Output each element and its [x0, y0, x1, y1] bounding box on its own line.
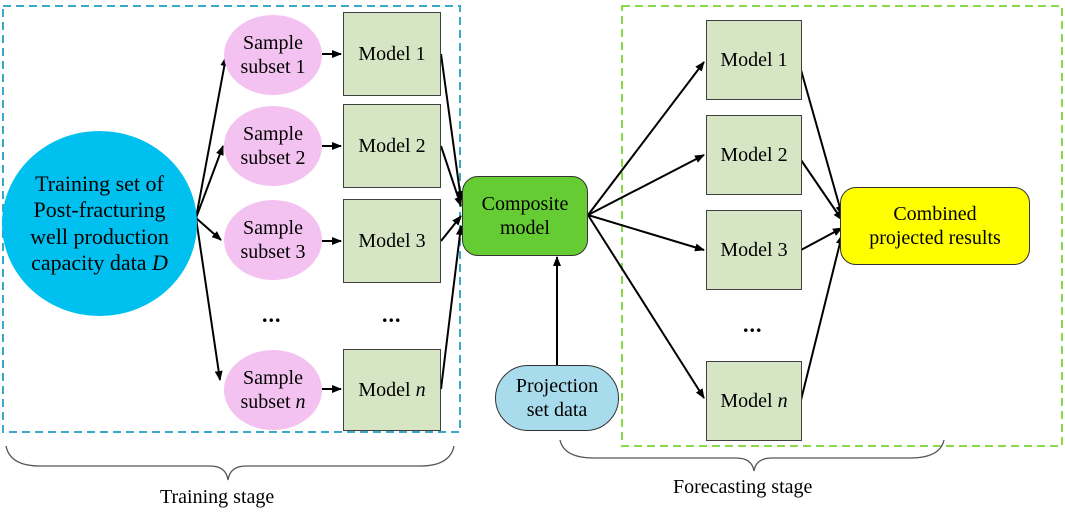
sample-subset-label: Sample — [243, 32, 303, 54]
training-model-n: Model n — [343, 349, 441, 431]
sample-subset-name: subset — [240, 391, 296, 413]
sample-subset-label: Sample — [243, 367, 303, 389]
ellipsis-forecast-models: ... — [743, 312, 763, 337]
sample-subset-3: Sample subset 3 — [224, 200, 322, 280]
arrow-fmodeln-combined — [800, 234, 844, 401]
sample-subset-name: subset 2 — [240, 147, 306, 169]
arrow-composite-fmodeln — [587, 214, 705, 399]
ellipsis-training-models: ... — [382, 302, 402, 327]
arrow-composite-fmodel1 — [587, 61, 705, 216]
model-label: Model 2 — [358, 135, 426, 157]
model-label: Model — [358, 379, 416, 401]
composite-line1: Composite — [481, 193, 569, 215]
arrow-fmodel1-combined — [800, 69, 844, 216]
arrow-composite-fmodel2 — [587, 154, 705, 216]
sample-subset-name: subset 1 — [240, 56, 306, 78]
training-set-line3: well production — [30, 223, 169, 249]
arrow-fmodel3-combined — [800, 227, 843, 251]
arrow-modeln-composite — [440, 225, 464, 390]
projection-line2: set data — [526, 399, 588, 421]
arrow-trainingset-sample3 — [195, 217, 222, 241]
forecast-model-1: Model 1 — [706, 20, 802, 100]
training-model-3: Model 3 — [343, 199, 441, 283]
model-label: Model 1 — [720, 49, 788, 71]
arrow-model2-composite — [440, 145, 462, 207]
arrow-model1-composite — [440, 53, 464, 201]
projection-set-node: Projection set data — [495, 365, 619, 431]
arrow-model3-composite — [440, 215, 462, 242]
training-set-line4: capacity data — [31, 249, 153, 275]
model-label: Model 2 — [720, 144, 788, 166]
training-stage-brace — [5, 445, 455, 481]
sample-subset-2: Sample subset 2 — [224, 106, 322, 186]
training-set-node: Training set of Post-fracturing well pro… — [2, 131, 197, 316]
ellipsis-samples: ... — [262, 302, 282, 327]
model-label: Model 1 — [358, 43, 426, 65]
arrow-composite-fmodel3 — [587, 214, 705, 252]
forecast-model-3: Model 3 — [706, 210, 802, 290]
training-model-1: Model 1 — [343, 12, 441, 96]
combined-line2: projected results — [869, 227, 1001, 249]
model-label: Model 3 — [720, 239, 788, 261]
training-set-variable: D — [152, 249, 168, 275]
composite-model-node: Composite model — [462, 176, 588, 256]
training-set-line2: Post-fracturing — [33, 197, 166, 223]
forecasting-stage-brace — [559, 439, 945, 472]
combined-line1: Combined — [893, 203, 977, 225]
training-stage-label: Training stage — [160, 486, 275, 508]
sample-subset-n: Sample subset n — [224, 350, 322, 430]
training-set-line1: Training set of — [35, 170, 164, 196]
arrow-trainingset-samplen — [195, 217, 223, 381]
forecast-model-n: Model n — [706, 361, 802, 441]
sample-subset-label: Sample — [243, 123, 303, 145]
composite-line2: model — [500, 217, 550, 239]
arrow-trainingset-sample1 — [195, 56, 229, 219]
forecasting-stage-label: Forecasting stage — [673, 476, 813, 498]
projection-line1: Projection — [515, 375, 599, 397]
model-label: Model 3 — [358, 230, 426, 252]
combined-results-node: Combined projected results — [840, 187, 1030, 265]
sample-subset-label: Sample — [243, 217, 303, 239]
sample-subset-name: subset 3 — [240, 241, 306, 263]
arrow-fmodel2-combined — [800, 159, 843, 221]
arrow-trainingset-sample2 — [195, 145, 224, 219]
model-label: Model — [720, 390, 778, 412]
training-model-2: Model 2 — [343, 104, 441, 188]
sample-subset-1: Sample subset 1 — [224, 15, 322, 95]
forecast-model-2: Model 2 — [706, 115, 802, 195]
